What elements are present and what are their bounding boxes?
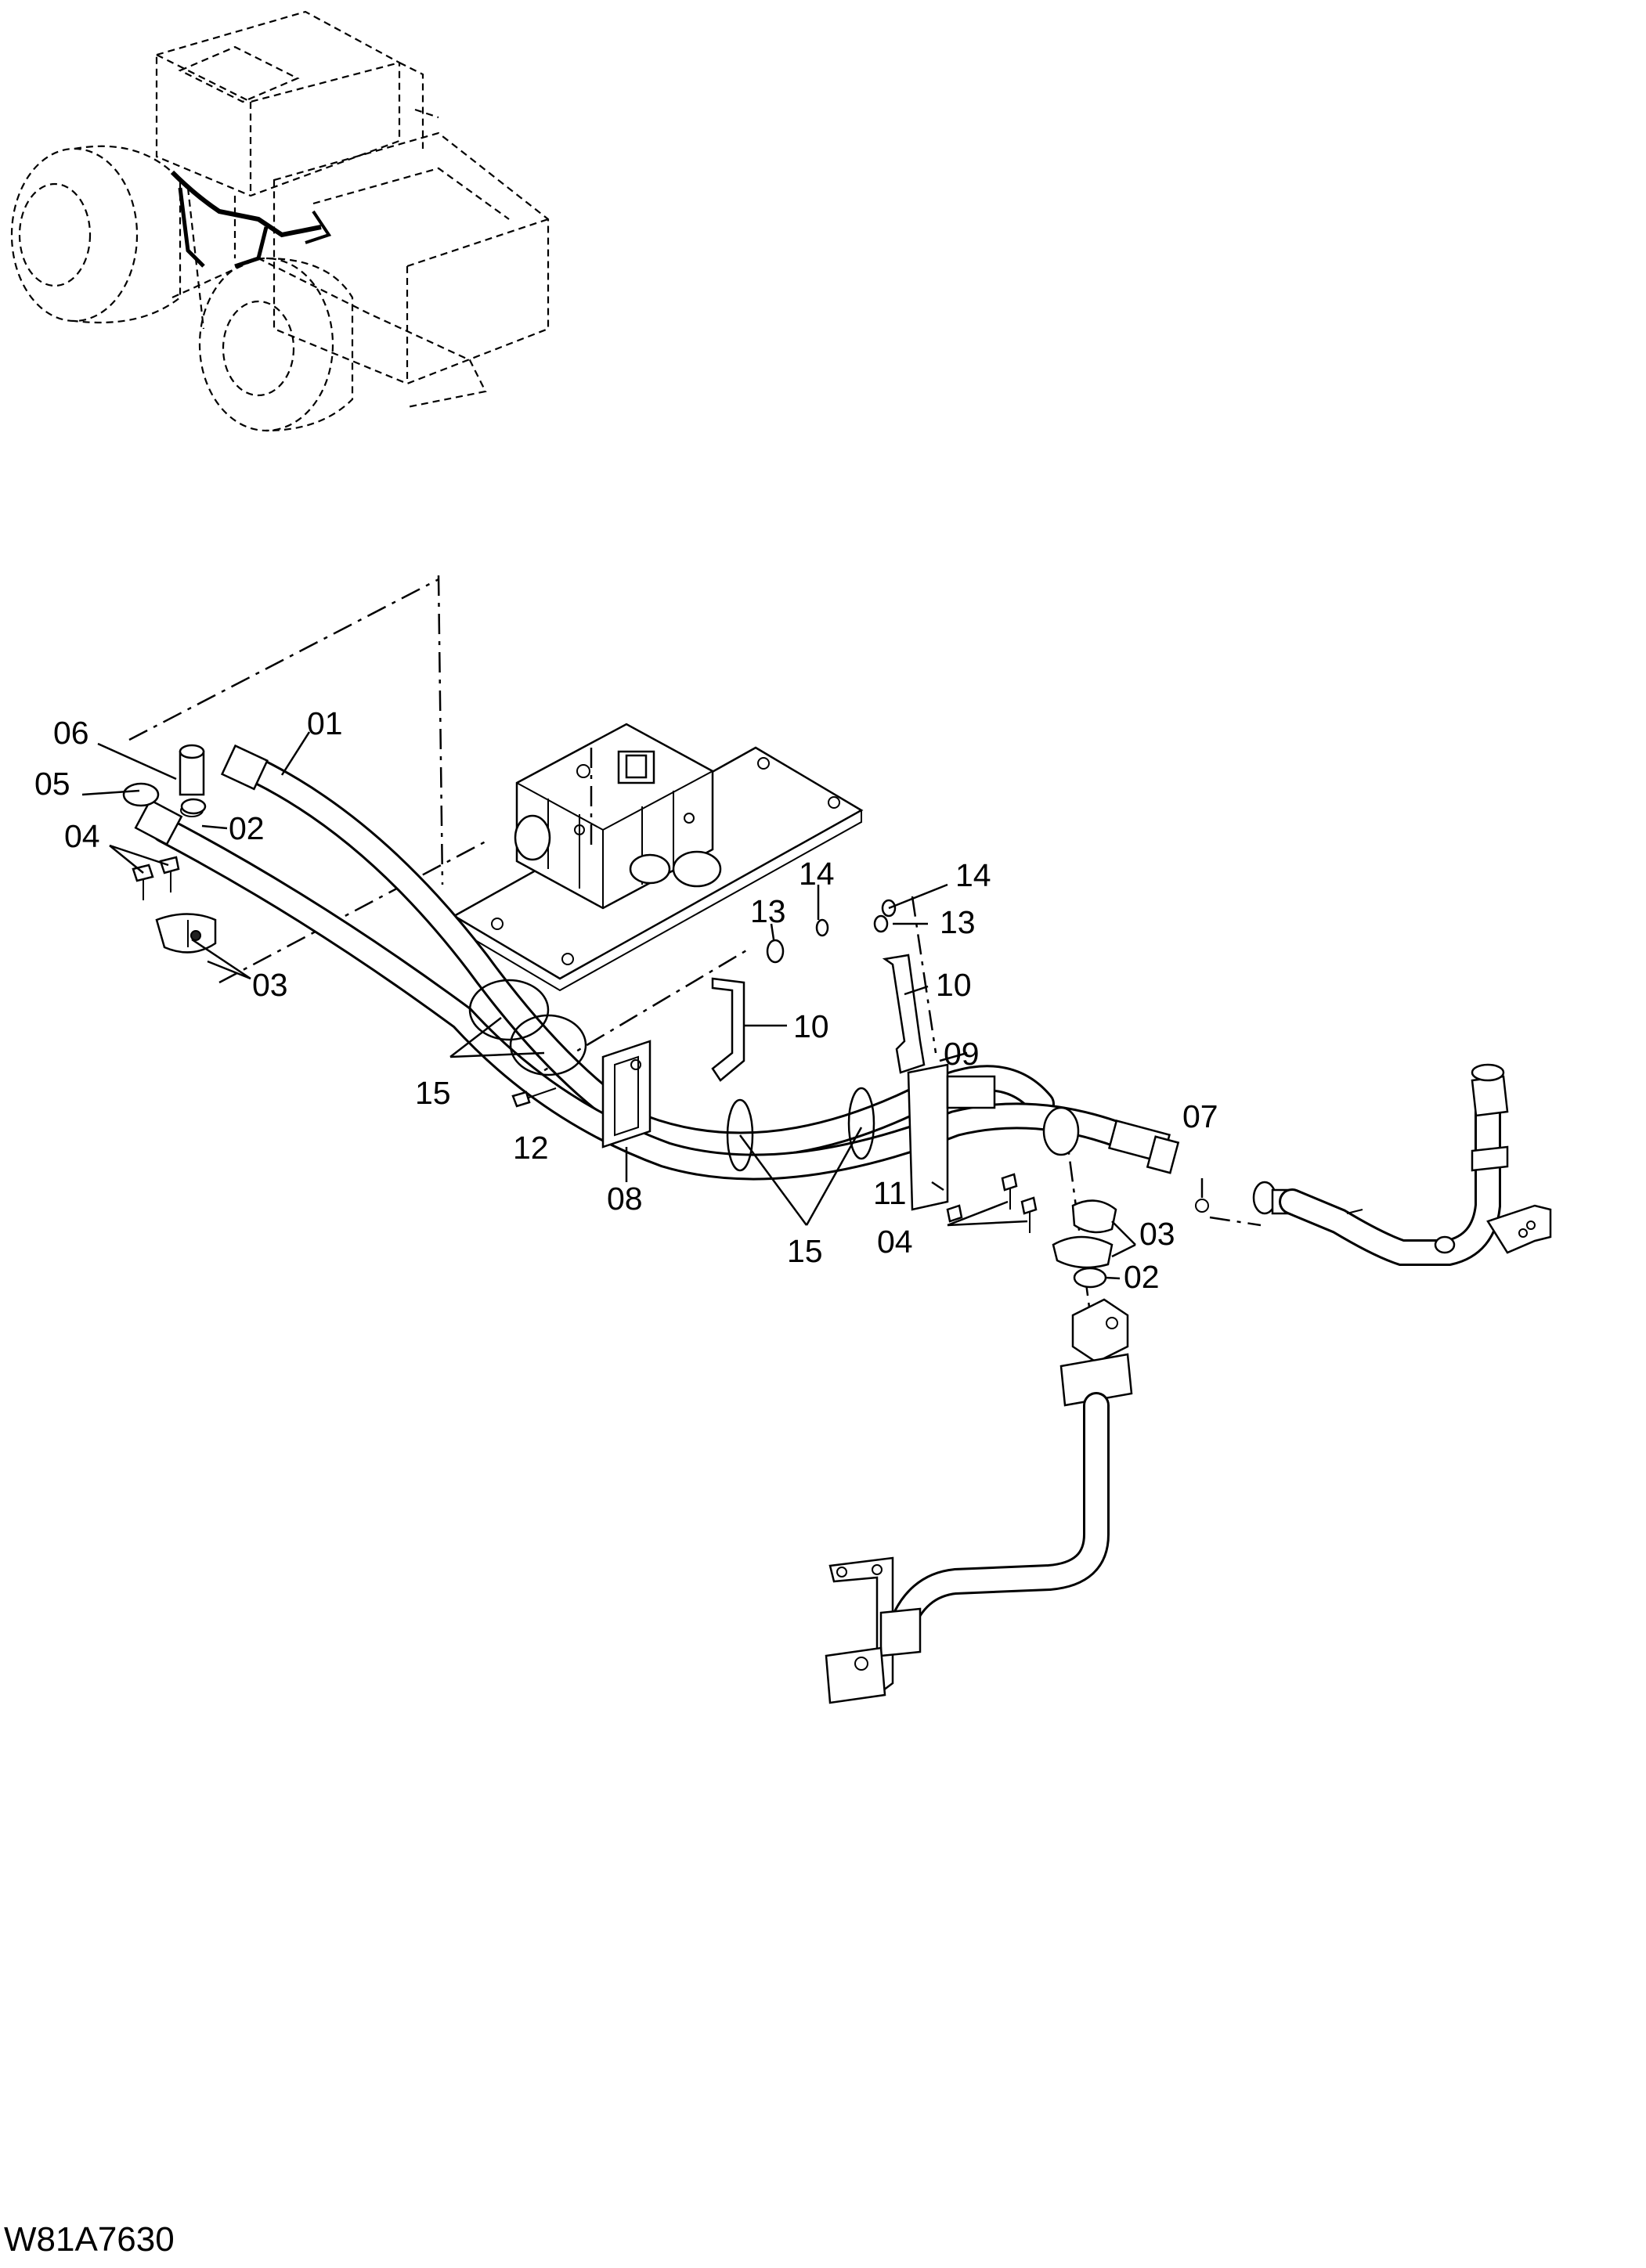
hose-clamps (468, 979, 875, 1172)
callout-13-right: 13 (940, 904, 976, 940)
right-flange-parts (1001, 1173, 1117, 1289)
callout-14-left: 14 (799, 856, 835, 892)
callout-08: 08 (607, 1181, 643, 1217)
callout-03-right: 03 (1139, 1216, 1175, 1252)
brackets (511, 899, 996, 1223)
right-tube-assembly (1252, 1063, 1552, 1266)
callout-01: 01 (307, 705, 343, 741)
control-valve-assembly (452, 723, 864, 992)
callout-labels: 01 06 05 02 04 03 15 12 08 10 13 14 14 1… (34, 705, 1218, 1295)
callout-09: 09 (944, 1036, 980, 1072)
callout-02-right: 02 (1124, 1259, 1160, 1295)
drawing-code: W81A7630 (4, 2220, 175, 2259)
lower-tube-assembly (825, 1298, 1133, 1704)
machine-overview-sketch (10, 10, 550, 432)
callout-10-right: 10 (936, 967, 972, 1003)
callout-13-left: 13 (750, 893, 786, 929)
callout-02-left: 02 (229, 810, 265, 846)
callout-06: 06 (53, 715, 89, 751)
callout-15-bottom: 15 (787, 1233, 823, 1269)
callout-15-left: 15 (415, 1075, 451, 1111)
callout-11: 11 (873, 1175, 907, 1211)
callout-04-left: 04 (64, 818, 100, 854)
callout-10-left: 10 (793, 1008, 829, 1044)
callout-04-right: 04 (877, 1224, 913, 1260)
callout-03-left: 03 (252, 967, 288, 1003)
callout-07: 07 (1182, 1098, 1218, 1134)
callout-14-right: 14 (955, 857, 991, 893)
callout-12: 12 (513, 1130, 549, 1166)
callout-05: 05 (34, 766, 70, 802)
leader-lines (81, 731, 1204, 1280)
